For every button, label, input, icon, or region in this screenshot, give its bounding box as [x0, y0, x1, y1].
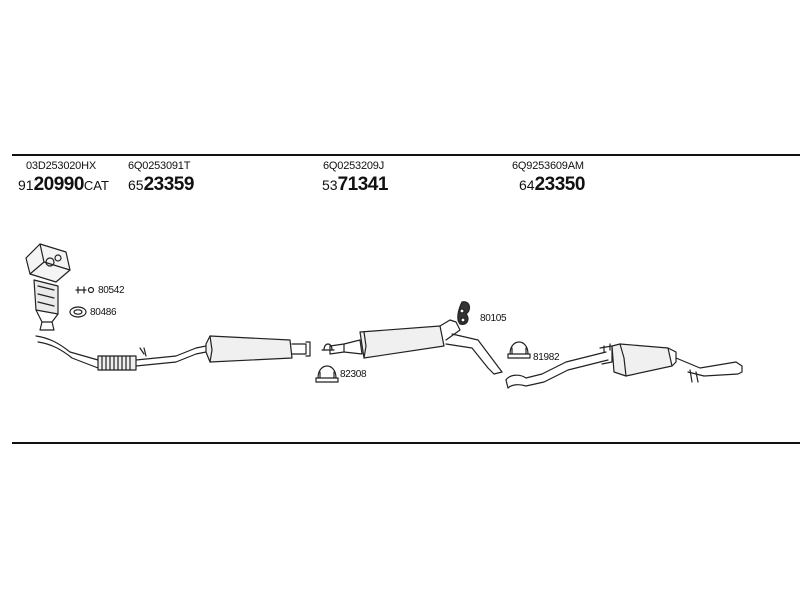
top-divider	[12, 154, 800, 156]
oe-number-middle-silencer: 6Q0253209J	[323, 160, 384, 172]
ref-number-catalyst: 9120990CAT	[18, 175, 109, 194]
ref-main: 20990	[33, 174, 85, 195]
ref-main: 23350	[534, 174, 586, 195]
fitting-code-80486: 80486	[90, 307, 117, 318]
fitting-code-80542: 80542	[98, 285, 125, 296]
ref-suffix: CAT	[83, 178, 109, 193]
rear-silencer-icon	[505, 343, 743, 389]
rubber-hanger-icon	[457, 301, 471, 325]
ref-number-middle-silencer: 5371341	[322, 175, 388, 194]
ref-prefix: 91	[18, 177, 34, 193]
bottom-divider	[12, 442, 800, 444]
catalytic-converter-icon	[25, 243, 71, 331]
bolt-nut-icon	[75, 286, 95, 294]
ref-prefix: 53	[322, 177, 338, 193]
u-clamp-icon	[321, 343, 335, 351]
u-clamp-icon	[315, 365, 339, 383]
oe-number-catalyst: 03D253020HX	[26, 160, 96, 172]
ref-prefix: 65	[128, 177, 144, 193]
ref-number-rear-silencer: 6423350	[519, 175, 585, 194]
ref-main: 23359	[143, 174, 195, 195]
u-clamp-icon	[507, 341, 531, 359]
middle-silencer-icon	[329, 319, 503, 375]
front-resonator-icon	[205, 335, 311, 363]
ref-main: 71341	[337, 174, 389, 195]
gasket-ring-icon	[69, 306, 87, 318]
ref-number-front-pipe: 6523359	[128, 175, 194, 194]
fitting-code-80105: 80105	[480, 313, 507, 324]
fitting-code-81982: 81982	[533, 352, 560, 363]
front-pipe-icon	[35, 335, 207, 371]
fitting-code-82308: 82308	[340, 369, 367, 380]
oe-number-rear-silencer: 6Q9253609AM	[512, 160, 584, 172]
oe-number-front-pipe: 6Q0253091T	[128, 160, 191, 172]
ref-prefix: 64	[519, 177, 535, 193]
